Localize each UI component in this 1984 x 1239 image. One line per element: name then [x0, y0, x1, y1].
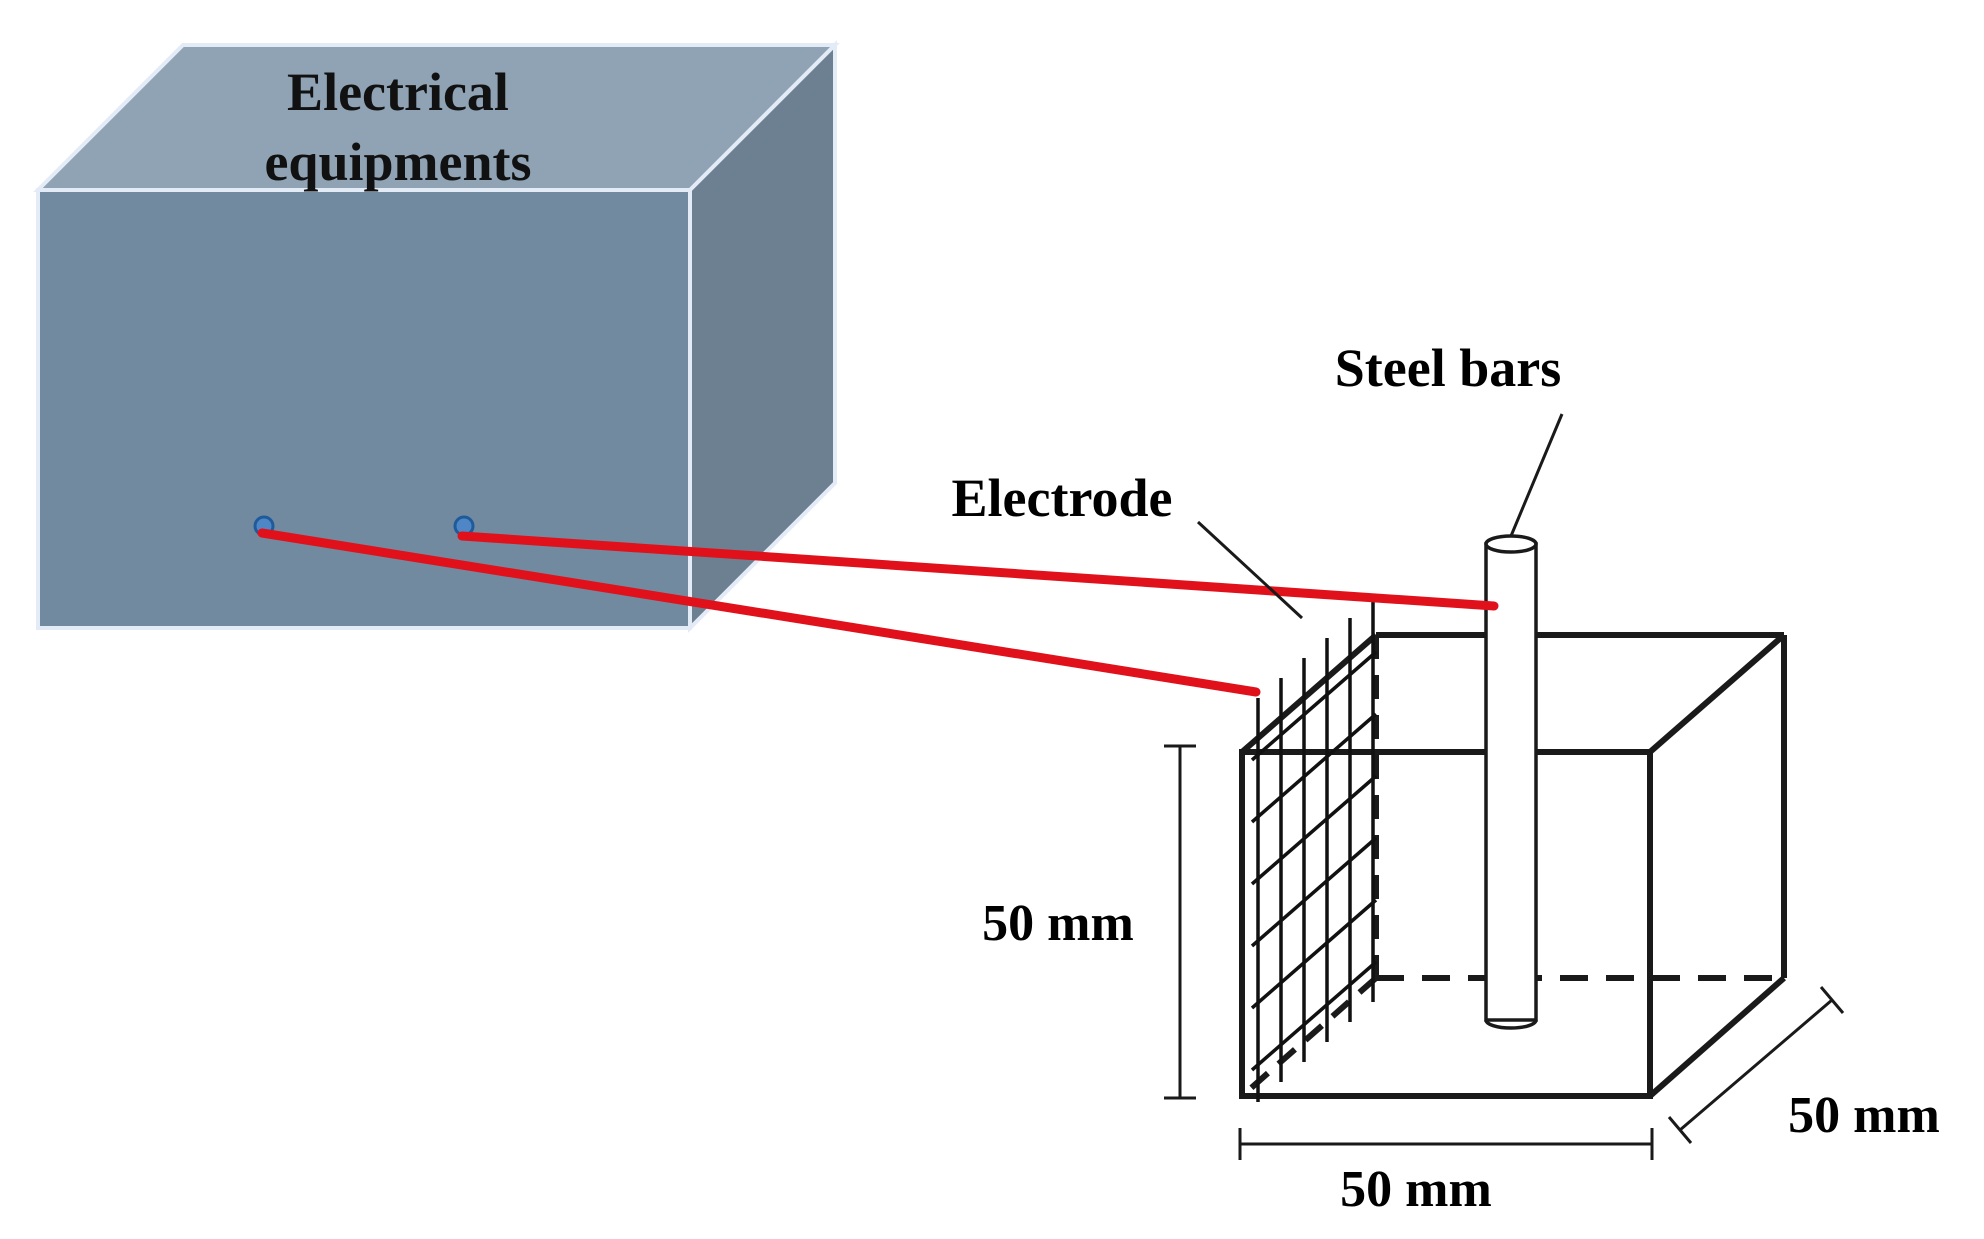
- electrode-leader: [1196, 520, 1304, 620]
- dimension-lines: [1164, 744, 1845, 1160]
- depth-dimension-label: 50 mm: [1788, 1087, 1940, 1144]
- specimen-cube: [1239, 632, 1787, 1099]
- electrode-mesh: [1250, 598, 1378, 1102]
- electrode-label: Electrode: [952, 468, 1173, 528]
- equipment-box-front-face: [36, 188, 692, 630]
- equipment-label-line2: equipments: [264, 132, 531, 192]
- height-dimension-label: 50 mm: [982, 895, 1134, 952]
- leaders: [1196, 413, 1564, 620]
- wire-to-steel-bar: [457, 531, 1499, 611]
- cube-top-right-depth-edge: [1648, 632, 1786, 755]
- equipment-label-line1: Electrical: [287, 62, 509, 122]
- steel-bar-body: [1484, 542, 1538, 1022]
- wire-to-electrode: [257, 528, 1261, 697]
- steel-bar-bottom-cap: [1484, 1019, 1538, 1030]
- steel-bar-top-cap: [1484, 534, 1538, 554]
- cube-top-left-depth-edge: [1240, 632, 1378, 755]
- steel-bars-leader: [1509, 413, 1564, 537]
- depth-dimension-line: [1679, 998, 1833, 1132]
- steel-bars-label: Steel bars: [1335, 338, 1561, 398]
- electrical-equipment-box: Electrical equipments: [33, 40, 840, 633]
- steel-bar: [1484, 534, 1538, 1030]
- cube-bottom-right-depth-edge: [1648, 975, 1786, 1099]
- width-dimension-label: 50 mm: [1340, 1161, 1492, 1218]
- wires: [257, 528, 1499, 697]
- cube-bottom-depth-edge-hidden: [1240, 975, 1378, 1099]
- cube-front-face: [1239, 749, 1653, 1099]
